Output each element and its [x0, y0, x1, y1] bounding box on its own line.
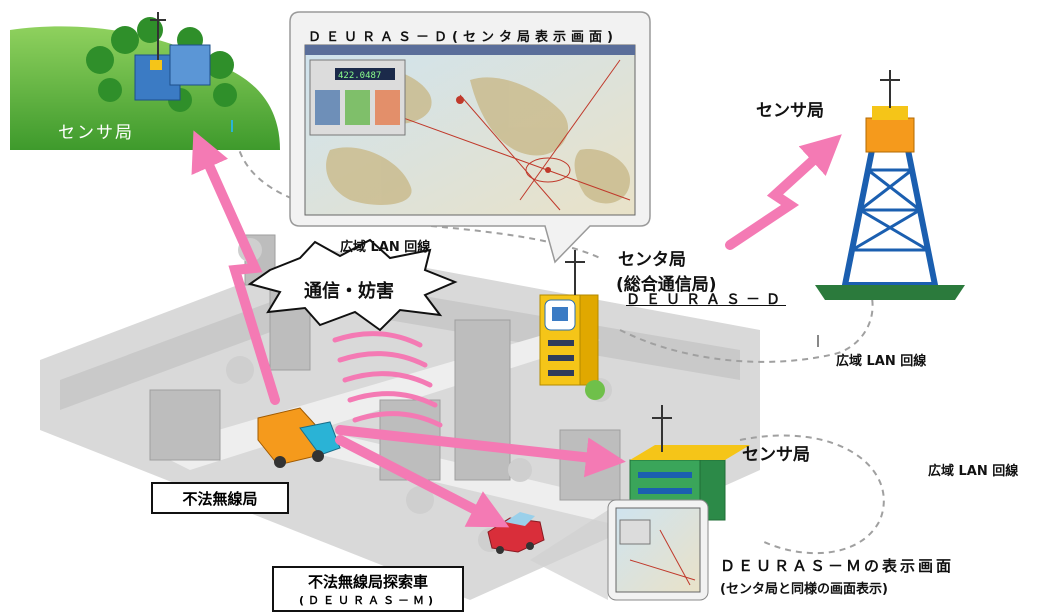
jamming-burst: [247, 238, 458, 332]
search-vehicle-system-label: (ＤＥＵＲＡＳ－Ｍ): [298, 594, 438, 607]
center-station-sub-label: (総合通信局): [616, 275, 717, 295]
center-station-building: [539, 250, 605, 400]
search-vehicle-label: 不法無線局探索車: [307, 573, 428, 591]
tower-sensor-station: [815, 70, 965, 300]
radio-arrows: [191, 130, 842, 528]
illegal-station-truck: [257, 407, 341, 468]
wide-area-lan-label-2: 広域 LAN 回線: [836, 354, 927, 369]
sensor-station-label-hill: センサ局: [58, 123, 134, 143]
m-screen-title: ＤＥＵＲＡＳ－Ｍの表示画面: [720, 557, 955, 575]
interference-waves: [332, 331, 443, 428]
m-screen-thumbnail: [530, 499, 709, 601]
center-station-system-label: ＤＥＵＲＡＳ－Ｄ: [626, 292, 786, 308]
illegal-station-label: 不法無線局: [182, 489, 258, 508]
hill-sensor-station: [10, 12, 280, 150]
jamming-label: 通信・妨害: [304, 281, 394, 302]
wide-area-lan-label-1: 広域 LAN 回線: [340, 240, 431, 255]
illegal-station-label-box: 不法無線局: [151, 482, 289, 514]
sensor-station-label-mid: センサ局: [742, 445, 810, 465]
sensor-station-label-tower: センサ局: [756, 101, 824, 121]
center-screen-callout: 422.0487: [289, 11, 651, 264]
m-screen-subtitle: (センタ局と同様の画面表示): [720, 582, 888, 597]
readout-value: 422.0487: [338, 71, 381, 81]
wide-area-lan-label-3: 広域 LAN 回線: [928, 464, 1019, 479]
center-screen-title: ＤＥＵＲＡＳ－Ｄ(センタ局表示画面): [308, 30, 618, 45]
center-station-label: センタ局: [618, 250, 686, 270]
search-vehicle-label-box: 不法無線局探索車 (ＤＥＵＲＡＳ－Ｍ): [272, 566, 464, 612]
